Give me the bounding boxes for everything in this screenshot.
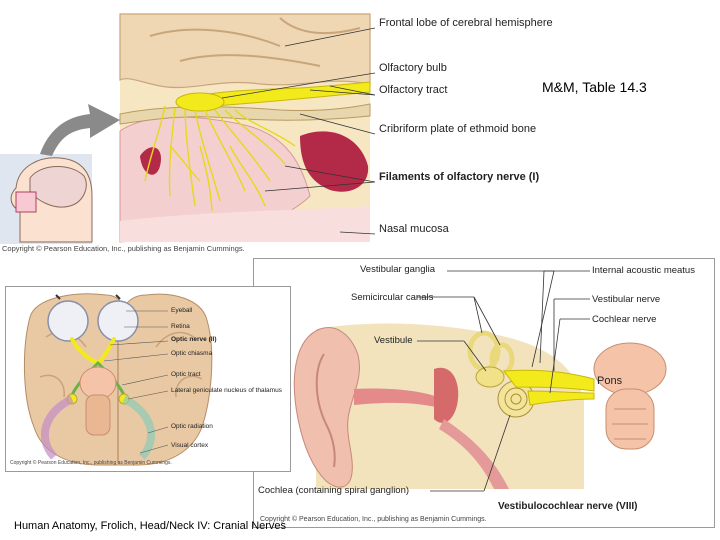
olfactory-copyright: Copyright © Pearson Education, Inc., pub… <box>2 244 245 253</box>
label-pons: Pons <box>597 375 623 387</box>
head-orientation-thumbnail <box>0 154 93 244</box>
label-optic-nerve: Optic nerve (II) <box>171 336 217 343</box>
label-olfactory-bulb: Olfactory bulb <box>379 62 447 74</box>
right-eyeball-shape <box>97 300 139 342</box>
label-visual-cortex: Visual cortex <box>171 442 209 449</box>
label-cochlear-nerve: Cochlear nerve <box>592 314 657 325</box>
optic-copyright: Copyright © Pearson Education, Inc., pub… <box>10 460 172 466</box>
ear-illustration <box>293 270 667 492</box>
vestibulocochlear-nerve-shape <box>503 369 595 392</box>
optic-radiation-left <box>41 395 74 460</box>
label-internal-acoustic-meatus: Internal acoustic meatus <box>592 265 695 276</box>
external-ear-shape <box>293 327 360 488</box>
vestibule-shape <box>475 366 505 388</box>
zoom-arrow <box>40 104 120 156</box>
olfactory-illustration <box>0 13 376 244</box>
label-lateral-geniculate: Lateral geniculate nucleus of thalamus <box>171 387 282 394</box>
sinus-shape <box>300 131 369 192</box>
label-optic-radiation: Optic radiation <box>171 423 213 430</box>
label-optic-chiasma: Optic chiasma <box>171 350 213 357</box>
olfactory-tract-shape <box>179 81 371 108</box>
frontal-lobe-shape <box>119 13 371 89</box>
label-optic-tract: Optic tract <box>171 371 201 378</box>
slide-footer: Human Anatomy, Frolich, Head/Neck IV: Cr… <box>14 520 287 532</box>
vestibulocochlear-copyright: Copyright © Pearson Education, Inc., pub… <box>260 516 487 523</box>
label-vestibule: Vestibule <box>374 335 413 346</box>
label-vestibular-ganglia: Vestibular ganglia <box>360 264 435 275</box>
label-vestibular-nerve: Vestibular nerve <box>592 294 661 305</box>
pons-shape <box>593 342 667 450</box>
olfactory-bulb-shape <box>175 92 225 112</box>
olfactory-filaments <box>144 105 296 212</box>
cribriform-plate-shape <box>119 103 371 125</box>
label-semicircular-canals: Semicircular canals <box>351 292 434 303</box>
optic-nerve-panel: Eyeball Retina Optic nerve (II) Optic ch… <box>5 286 291 472</box>
optic-illustration <box>23 293 213 466</box>
label-olfactory-tract: Olfactory tract <box>379 84 448 96</box>
olfactory-nerve-panel: Frontal lobe of cerebral hemisphere Olfa… <box>0 6 570 256</box>
label-cribriform-plate: Cribriform plate of ethmoid bone <box>379 123 537 135</box>
label-retina: Retina <box>171 323 190 330</box>
label-frontal-lobe: Frontal lobe of cerebral hemisphere <box>379 17 553 29</box>
label-olfactory-filaments: Filaments of olfactory nerve (I) <box>379 171 540 183</box>
left-eyeball-shape <box>47 300 89 342</box>
reference-note: M&M, Table 14.3 <box>542 79 647 95</box>
vestibulocochlear-nerve-panel: Vestibular ganglia Semicircular canals V… <box>253 258 715 528</box>
olfactory-drawing <box>119 13 371 243</box>
label-nasal-mucosa: Nasal mucosa <box>379 223 449 235</box>
label-eyeball: Eyeball <box>171 307 193 314</box>
label-vestibulocochlear-nerve: Vestibulocochlear nerve (VIII) <box>498 501 638 512</box>
ear-canal-shape <box>354 388 444 409</box>
label-cochlea: Cochlea (containing spiral ganglion) <box>258 485 410 496</box>
